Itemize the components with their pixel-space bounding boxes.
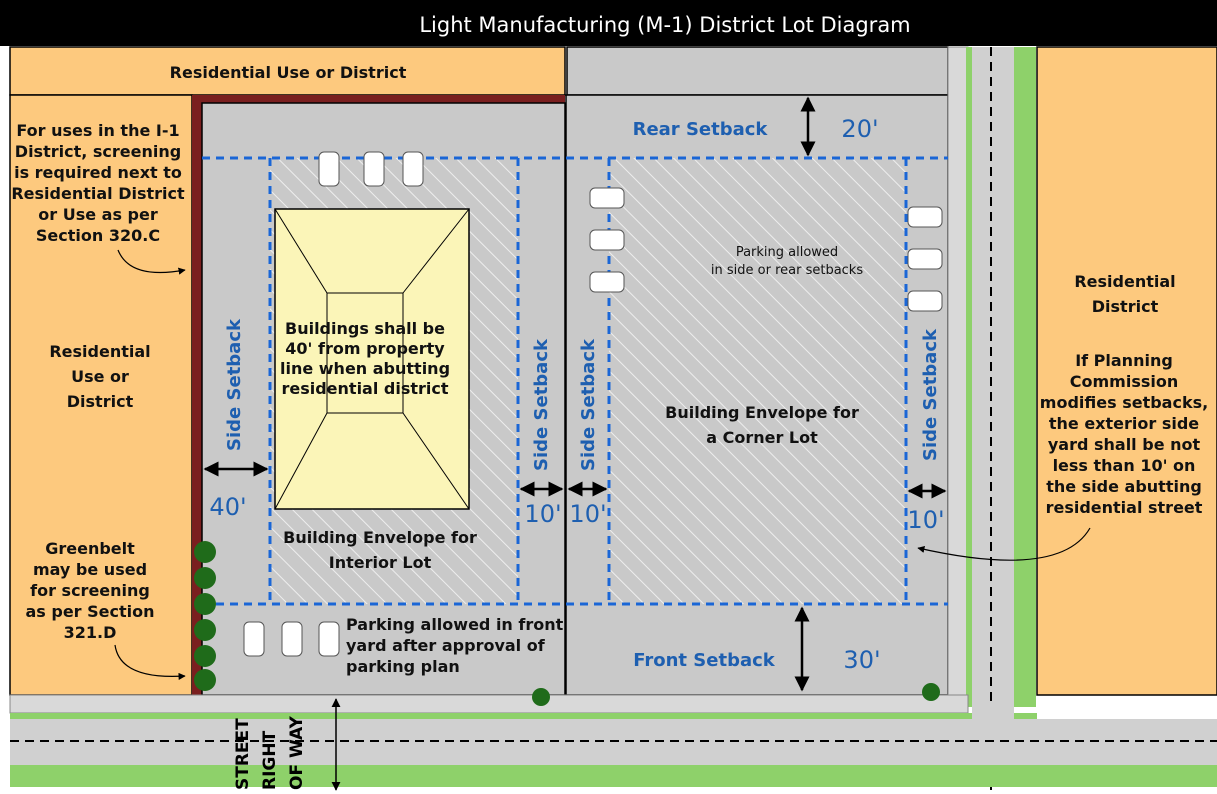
svg-text:line when abutting: line when abutting	[280, 359, 450, 378]
svg-text:Section 320.C: Section 320.C	[36, 226, 160, 245]
svg-text:yard shall be not: yard shall be not	[1048, 435, 1201, 454]
svg-text:Parking allowed: Parking allowed	[736, 245, 838, 260]
svg-text:the exterior side: the exterior side	[1049, 414, 1199, 433]
greenstrip-right-a	[966, 47, 972, 707]
building-footprint	[274, 208, 470, 510]
residential-top-label: Residential Use or District	[170, 63, 407, 82]
sidewalk-right	[947, 46, 969, 696]
svg-text:Interior Lot: Interior Lot	[329, 553, 432, 572]
svg-text:Greenbelt: Greenbelt	[45, 539, 135, 558]
side-setback-label-2: Side Setback	[531, 338, 552, 471]
svg-text:Parking allowed in front: Parking allowed in front	[346, 615, 564, 634]
svg-text:is required next to: is required next to	[14, 163, 182, 182]
svg-text:STREET: STREET	[233, 718, 253, 790]
svg-text:may be used: may be used	[33, 560, 147, 579]
top-right-lot-strip	[566, 46, 949, 96]
parking-cars	[243, 151, 943, 657]
svg-text:Use or: Use or	[71, 367, 129, 386]
dimension-arrows	[203, 96, 947, 692]
svg-text:RIGHT: RIGHT	[260, 730, 280, 790]
side-setback-label-1: Side Setback	[224, 318, 245, 451]
svg-text:modifies setbacks,: modifies setbacks,	[1040, 393, 1208, 412]
front-greenstrip-a	[10, 713, 1037, 719]
svg-text:Residential: Residential	[49, 342, 150, 361]
svg-text:District: District	[67, 392, 134, 411]
front-greenstrip-b	[10, 765, 1217, 787]
greenbelt-pointer	[114, 644, 186, 680]
screening-note: For uses in the I-1 District, screening …	[11, 121, 185, 245]
svg-text:OF WAY: OF WAY	[287, 715, 307, 790]
svg-text:District: District	[1092, 297, 1159, 316]
corner-envelope-label: Building Envelope for a Corner Lot	[665, 403, 859, 447]
screening-wall-top	[192, 95, 565, 103]
svg-text:District, screening: District, screening	[15, 142, 181, 161]
residential-right-area	[1036, 46, 1217, 696]
svg-text:40' from property: 40' from property	[285, 339, 445, 358]
svg-text:for screening: for screening	[30, 581, 150, 600]
svg-text:or Use as per: or Use as per	[38, 205, 158, 224]
svg-text:in side or rear setbacks: in side or rear setbacks	[711, 263, 863, 278]
svg-text:a Corner Lot: a Corner Lot	[706, 428, 818, 447]
side-setback-label-3: Side Setback	[578, 338, 599, 471]
screening-pointer	[117, 249, 186, 275]
greenbelt-shrubs	[194, 541, 940, 706]
svg-text:yard after approval of: yard after approval of	[346, 636, 546, 655]
svg-text:as per Section: as per Section	[25, 602, 154, 621]
parking-side-rear-note: Parking allowed in side or rear setbacks	[711, 245, 863, 278]
side-setback-label-4: Side Setback	[920, 328, 941, 461]
side-interior-right-dim: 10'	[524, 500, 561, 528]
residential-left-label: Residential Use or District	[49, 342, 150, 411]
street-row-label: STREET RIGHT OF WAY	[233, 715, 307, 790]
svg-text:residential street: residential street	[1046, 498, 1203, 517]
greenbelt-note: Greenbelt may be used for screening as p…	[25, 539, 154, 642]
front-setback-dim: 30'	[843, 646, 880, 674]
svg-text:less than 10' on: less than 10' on	[1053, 456, 1196, 475]
svg-text:321.D: 321.D	[64, 623, 117, 642]
svg-text:Residential: Residential	[1074, 272, 1175, 291]
parking-front-note: Parking allowed in front yard after appr…	[346, 615, 564, 676]
svg-text:For uses in the I-1: For uses in the I-1	[16, 121, 179, 140]
front-sidewalk	[9, 694, 969, 714]
svg-text:If Planning: If Planning	[1075, 351, 1173, 370]
greenstrip-right-b	[1014, 47, 1036, 707]
screening-wall	[192, 95, 202, 695]
side-street-crossing	[972, 707, 1014, 765]
svg-text:Commission: Commission	[1070, 372, 1178, 391]
svg-text:the side abutting: the side abutting	[1046, 477, 1202, 496]
svg-text:residential district: residential district	[281, 379, 448, 398]
planning-pointer	[917, 527, 1091, 561]
rear-setback-dim: 20'	[841, 115, 878, 143]
side-corner-right-dim: 10'	[907, 506, 944, 534]
side-interior-left-dim: 40'	[209, 493, 246, 521]
front-setback-label: Front Setback	[633, 650, 776, 671]
corner-envelope	[609, 158, 906, 604]
planning-note: If Planning Commission modifies setbacks…	[1040, 351, 1208, 517]
svg-text:parking plan: parking plan	[346, 657, 460, 676]
side-corner-left-dim: 10'	[569, 500, 606, 528]
svg-text:Residential District: Residential District	[11, 184, 185, 203]
residential-right-label: Residential District	[1074, 272, 1175, 316]
building-note: Buildings shall be 40' from property lin…	[280, 319, 450, 398]
interior-envelope-label: Building Envelope for Interior Lot	[283, 528, 477, 572]
title-bar	[0, 0, 1217, 46]
side-street	[972, 47, 1014, 707]
diagram-title: Light Manufacturing (M-1) District Lot D…	[419, 13, 910, 37]
svg-text:Buildings shall be: Buildings shall be	[285, 319, 445, 338]
rear-setback-label: Rear Setback	[633, 119, 769, 140]
svg-text:Building Envelope for: Building Envelope for	[665, 403, 859, 422]
svg-text:Building Envelope for: Building Envelope for	[283, 528, 477, 547]
